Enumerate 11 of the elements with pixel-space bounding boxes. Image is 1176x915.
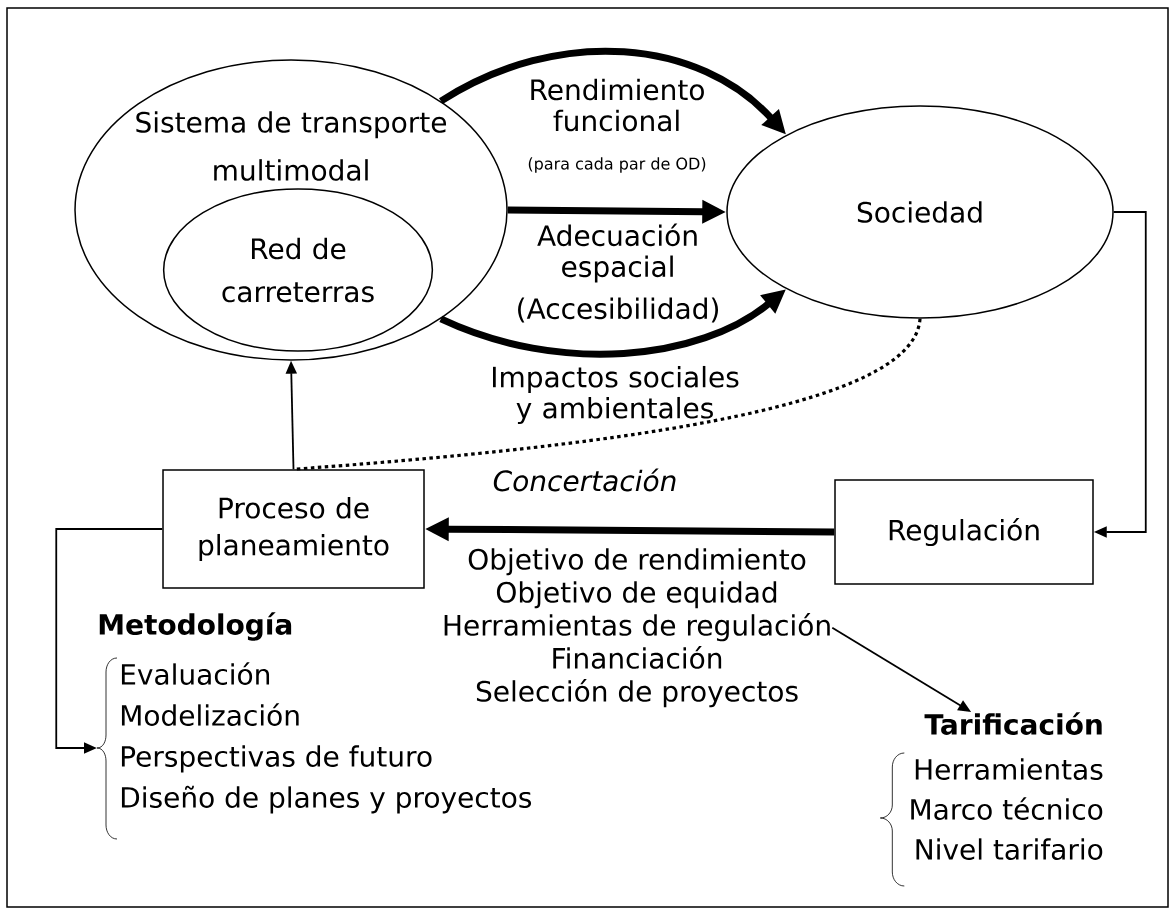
- arrow: [55, 528, 164, 754]
- edge-label: Adecuación espacial: [537, 223, 697, 283]
- text-list: Objetivo de rendimiento Objetivo de equidad Herramientas de regulación Financiación Selección de proyectos: [444, 548, 830, 708]
- edge-label: Rendimiento funcional: [531, 78, 704, 132]
- edge-label: Concertación: [493, 468, 676, 492]
- note-text: (para cada par de OD): [528, 157, 706, 173]
- edge-label: Impactos sociales y ambientales: [493, 365, 739, 425]
- note-text: (Accesibilidad): [518, 297, 718, 323]
- process-box: Regulación: [834, 479, 1094, 585]
- process-box: Proceso de planeamiento: [162, 469, 425, 589]
- bracketed-list: Tarificación Herramientas Marco técnico Nivel tarifario: [879, 712, 1103, 887]
